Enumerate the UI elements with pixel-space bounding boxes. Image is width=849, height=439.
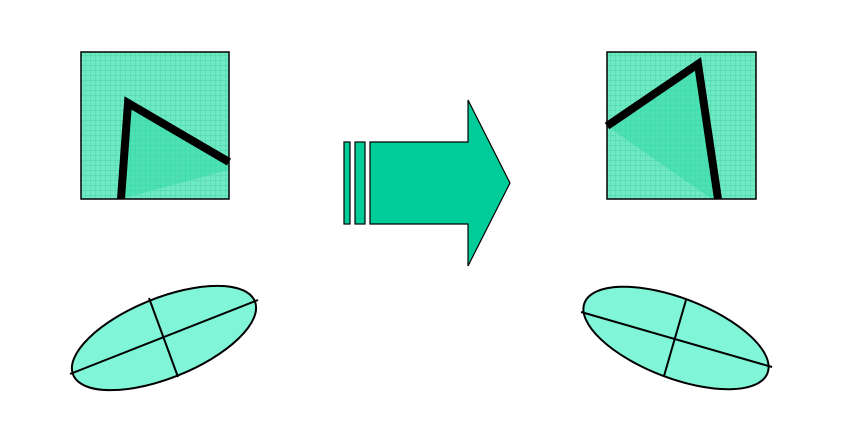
ellipse-right	[580, 285, 773, 391]
arrow-group	[343, 99, 511, 267]
ellipse-right-minor-axis	[663, 299, 687, 377]
arrow-body	[369, 99, 511, 267]
angle-stroke-right	[604, 57, 722, 200]
ellipse-left-minor-axis	[148, 297, 179, 378]
square-right	[604, 51, 757, 200]
square-left	[80, 51, 232, 200]
arrow-stripe-2	[354, 141, 366, 225]
ellipse-right-major-axis	[580, 311, 773, 368]
wedge-left	[121, 103, 229, 199]
wedge-right	[607, 64, 718, 199]
ellipse-left	[69, 284, 259, 392]
angle-stroke-left	[117, 96, 232, 200]
arrow-stripe-1	[343, 141, 351, 225]
square-left-border	[80, 51, 230, 200]
